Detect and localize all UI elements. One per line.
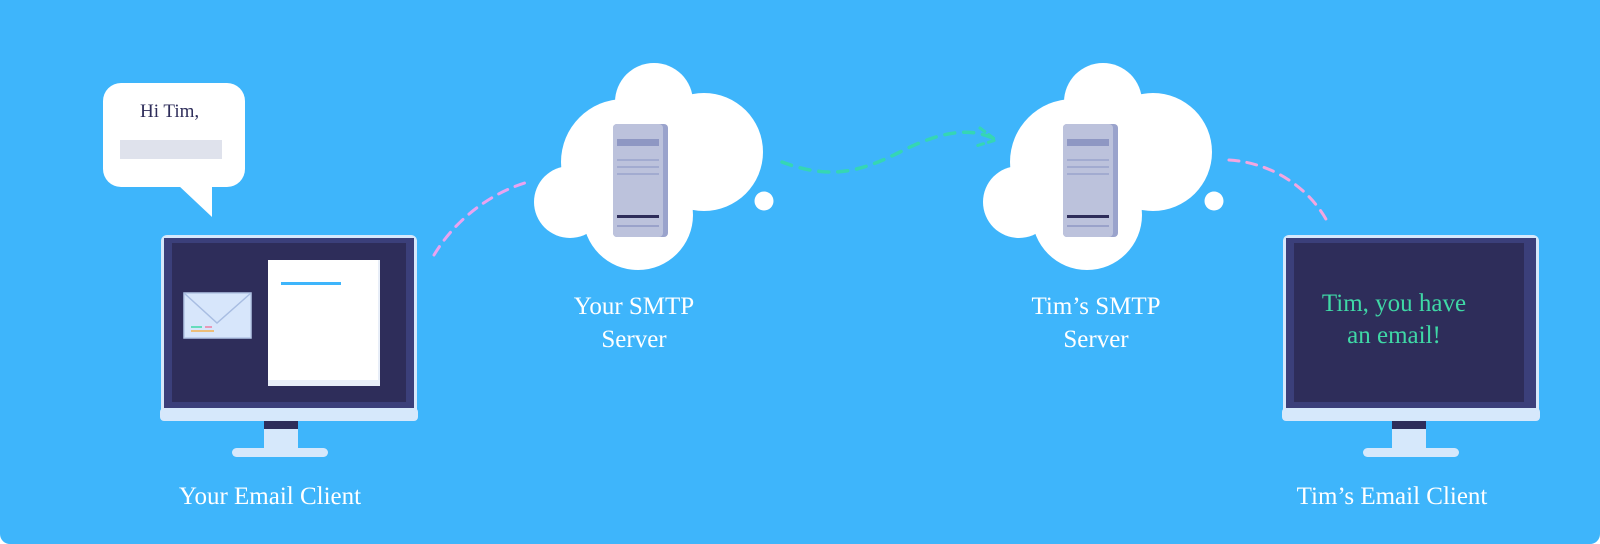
- label-your-smtp-server: Your SMTP Server: [573, 293, 695, 353]
- bubble-greeting: Hi Tim,: [140, 101, 200, 122]
- arrow-smtp-to-client: [1227, 158, 1329, 223]
- arrow-client-to-smtp: [432, 180, 530, 257]
- bubble-text-placeholder: [120, 140, 222, 159]
- screen-message: Tim, you have an email!: [1321, 290, 1467, 349]
- tims-monitor: [1282, 235, 1540, 457]
- label-tims-email-client: Tim’s Email Client: [1296, 483, 1488, 510]
- your-monitor: [160, 235, 418, 457]
- document-window: [268, 260, 380, 386]
- server-icon: [1063, 124, 1118, 237]
- server-icon: [613, 124, 668, 237]
- arrow-head-icon: [974, 126, 1000, 148]
- your-smtp-cloud: [534, 63, 774, 270]
- speech-bubble: [103, 83, 245, 217]
- envelope-icon: [183, 292, 252, 339]
- label-tims-smtp-server: Tim’s SMTP Server: [1031, 293, 1161, 353]
- arrow-smtp-to-smtp: [780, 130, 1000, 174]
- label-your-email-client: Your Email Client: [178, 483, 362, 510]
